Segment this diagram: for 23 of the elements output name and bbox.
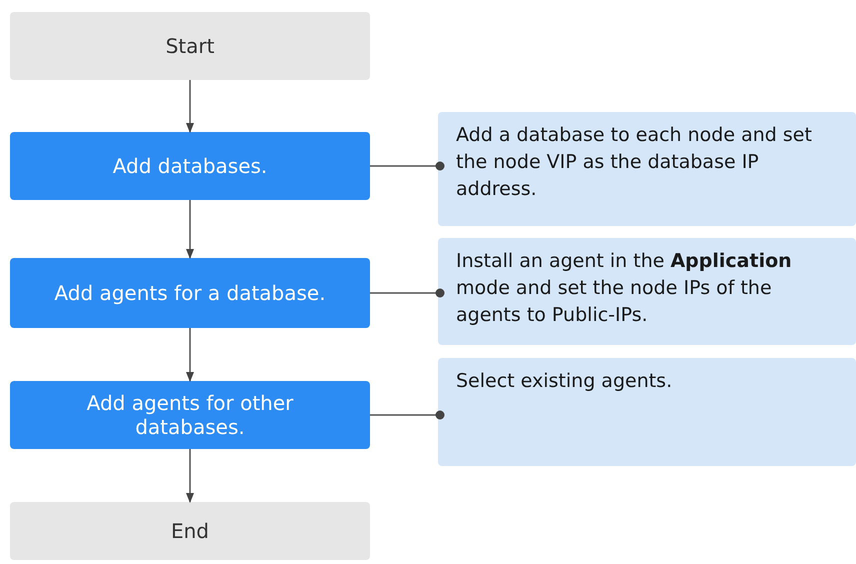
terminal-box: [10, 502, 370, 560]
arrow: [186, 328, 194, 382]
process-box: [10, 381, 370, 449]
node-text: Add a database to each node and set the node VIP as the database IP address.: [456, 123, 813, 202]
node-text: Start: [166, 34, 214, 58]
node-text: Add databases.: [112, 154, 268, 178]
node-text: Add agents for other databases.: [86, 391, 294, 439]
arrow: [186, 80, 194, 133]
leader-line: [370, 288, 444, 298]
leader-line: [370, 162, 444, 170]
process-box: [10, 258, 370, 328]
note-box: [438, 358, 856, 466]
process-box: [10, 132, 370, 200]
node-text: Select existing agents.: [456, 369, 672, 394]
terminal-box: [10, 12, 370, 80]
node-text: Install an agent in the Application mode and set the node IPs of the agents to Public-IPs.: [456, 249, 793, 328]
arrow: [186, 200, 194, 259]
arrow: [186, 449, 194, 503]
note-box: [438, 238, 856, 345]
note-box: [438, 112, 856, 226]
node-text: End: [170, 519, 209, 543]
leader-line: [370, 410, 444, 420]
node-text: Add agents for a database.: [54, 281, 326, 305]
